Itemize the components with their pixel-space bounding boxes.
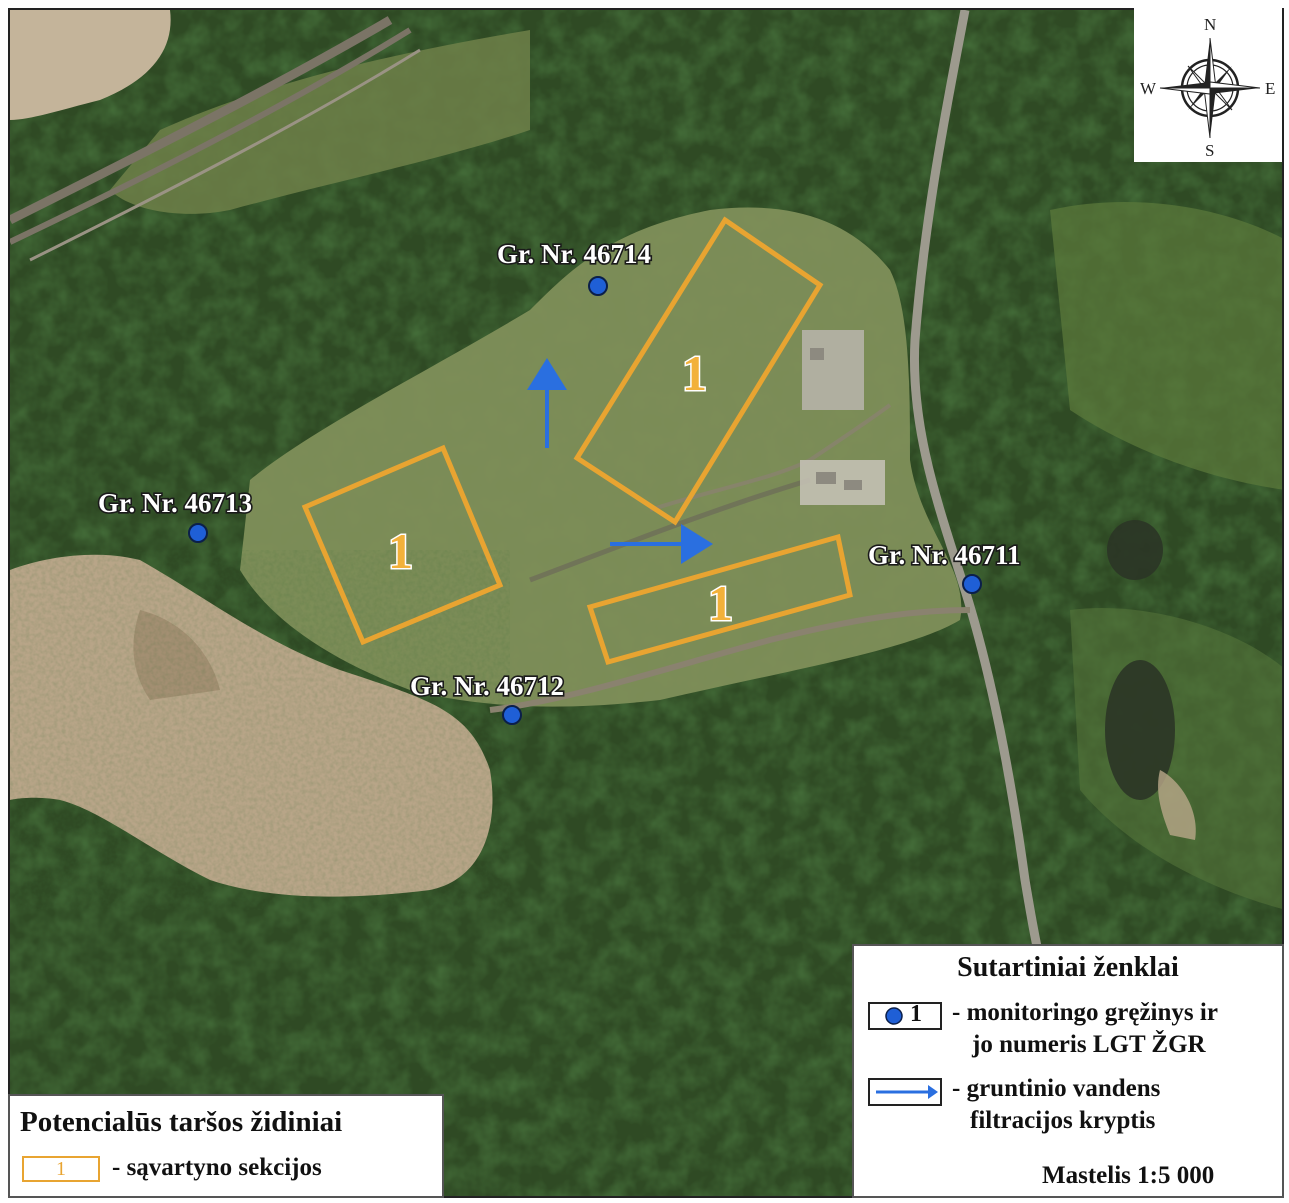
landfill-section-north[interactable] — [573, 216, 824, 526]
section-number-south: 1 — [708, 575, 733, 631]
well-label-46714: Gr. Nr. 46714 — [497, 239, 651, 269]
legend-flow-desc-1: - gruntinio vandens — [952, 1075, 1161, 1102]
compass-icon: N E S W — [1140, 15, 1275, 160]
legend-well-number: 1 — [910, 1001, 922, 1027]
pond-shore — [1158, 770, 1196, 840]
well-marker-46713[interactable] — [188, 523, 208, 543]
legend-section-swatch: 1 — [22, 1156, 100, 1182]
building — [844, 480, 862, 490]
well-label-46712: Gr. Nr. 46712 — [410, 671, 564, 701]
quarry-texture — [10, 550, 510, 910]
pond — [1107, 520, 1163, 580]
landfill-section-west[interactable] — [301, 444, 504, 646]
pond — [1105, 660, 1175, 800]
building — [816, 472, 836, 484]
aerial-map[interactable]: 1 1 1 Gr. Nr. 46714 Gr. Nr. 46713 Gr. Nr… — [10, 10, 1284, 1198]
quarry-top-left — [10, 10, 171, 120]
road — [909, 10, 1045, 962]
legend-symbols: Sutartiniai ženklai 1 - monitoringo gręž… — [852, 944, 1284, 1198]
facility-yard — [800, 460, 885, 505]
field-upper-left — [110, 30, 530, 214]
section-number-north: 1 — [682, 345, 707, 401]
well-marker-46714[interactable] — [588, 276, 608, 296]
compass-west: W — [1140, 79, 1157, 98]
railway — [10, 16, 421, 262]
compass-rose: N E S W — [1134, 8, 1282, 162]
compass-south: S — [1205, 141, 1214, 160]
legend-well-desc-2: jo numeris LGT ŽGR — [972, 1031, 1206, 1058]
well-label-46711: Gr. Nr. 46711 — [868, 540, 1021, 570]
map-frame[interactable]: 1 1 1 Gr. Nr. 46714 Gr. Nr. 46713 Gr. Nr… — [8, 8, 1284, 1198]
well-label-46713: Gr. Nr. 46713 — [98, 488, 252, 518]
access-road — [489, 607, 971, 713]
well-marker-46712[interactable] — [502, 705, 522, 725]
legend-flow-desc-2: filtracijos kryptis — [970, 1107, 1156, 1134]
legend-pollution-title: Potencialūs taršos židiniai — [20, 1106, 343, 1138]
legend-pollution-sources: Potencialūs taršos židiniai 1 - sąvartyn… — [8, 1094, 444, 1198]
legend-well-desc-1: - monitoringo gręžinys ir — [952, 999, 1218, 1026]
legend-well-swatch: 1 — [868, 1001, 942, 1030]
well-marker-46711[interactable] — [962, 574, 982, 594]
building — [810, 348, 824, 360]
internal-path — [529, 477, 811, 583]
map-scale: Mastelis 1:5 000 — [1042, 1162, 1215, 1189]
compass-east: E — [1265, 79, 1275, 98]
field-right — [1050, 202, 1282, 490]
legend-symbols-title: Sutartiniai ženklai — [957, 952, 1179, 983]
legend-section-desc: - sąvartyno sekcijos — [112, 1154, 322, 1181]
landfill-section-south[interactable] — [586, 533, 853, 666]
compass-north: N — [1204, 15, 1216, 34]
section-number-west: 1 — [388, 523, 413, 579]
well-marker-icon — [885, 1007, 903, 1025]
legend-flow-swatch — [868, 1078, 942, 1106]
facility-yard — [802, 330, 864, 410]
